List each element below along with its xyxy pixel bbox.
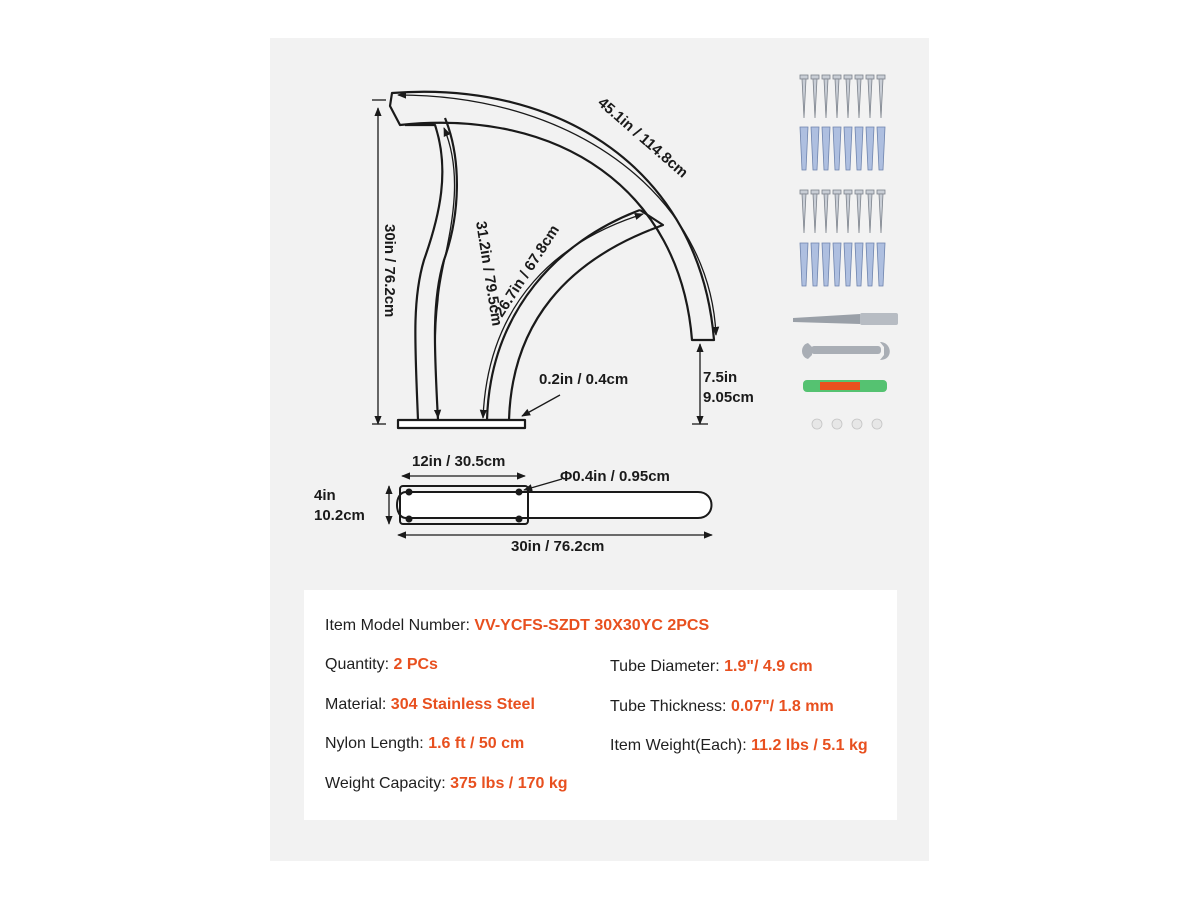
- dim-inner-right-label: 26.7in / 67.8cm: [491, 222, 563, 320]
- spec-nylon-label: Nylon Length:: [325, 735, 429, 752]
- spec-quantity: Quantity: 2 PCs: [325, 656, 438, 674]
- spec-item-weight: Item Weight(Each): 11.2 lbs / 5.1 kg: [610, 737, 868, 755]
- spec-capacity-label: Weight Capacity:: [325, 775, 451, 792]
- rack-top-view: [396, 485, 713, 525]
- spec-material-label: Material:: [325, 696, 391, 713]
- spec-item-weight-label: Item Weight(Each):: [610, 737, 752, 754]
- dim-end-height-in: 7.5in: [703, 369, 737, 386]
- dim-width-in: 4in: [314, 487, 336, 504]
- top-base-plate: [399, 485, 529, 525]
- dim-hole-label: Φ0.4in / 0.95cm: [560, 468, 670, 485]
- spec-tube-thickness-value: 0.07"/ 1.8 mm: [730, 698, 834, 715]
- spec-tube-thickness: Tube Thickness: 0.07"/ 1.8 mm: [610, 698, 834, 716]
- screw-caps-icon: [811, 418, 883, 430]
- spec-tube-diameter-value: 1.9"/ 4.9 cm: [724, 658, 813, 675]
- inner-support-tube: [485, 208, 651, 422]
- dim-inner-right-line: [479, 212, 644, 419]
- outer-arc-tube: [388, 90, 716, 342]
- dim-plate-label: 0.2in / 0.4cm: [539, 371, 628, 388]
- spec-quantity-label: Quantity:: [325, 656, 394, 673]
- spec-nylon-length: Nylon Length: 1.6 ft / 50 cm: [325, 735, 524, 753]
- spec-capacity-value: 375 lbs / 170 kg: [450, 775, 568, 792]
- dim-inner-left-line: [433, 127, 456, 419]
- spec-tube-thickness-label: Tube Thickness:: [610, 698, 731, 715]
- spec-model-value: VV-YCFS-SZDT 30X30YC 2PCS: [474, 617, 710, 634]
- spec-weight-capacity: Weight Capacity: 375 lbs / 170 kg: [325, 775, 568, 793]
- screwdriver-icon: [803, 380, 887, 392]
- dim-plate-line: [521, 394, 561, 417]
- spec-tube-diameter-label: Tube Diameter:: [610, 658, 725, 675]
- spec-tube-diameter: Tube Diameter: 1.9"/ 4.9 cm: [610, 658, 813, 676]
- spec-material-value: 304 Stainless Steel: [390, 696, 535, 713]
- dim-outer-arc-line: [397, 91, 720, 336]
- wrench-icon: [802, 342, 890, 360]
- spec-nylon-value: 1.6 ft / 50 cm: [428, 735, 525, 752]
- base-plate: [396, 418, 527, 430]
- dim-end-height-cm: 9.05cm: [703, 389, 754, 406]
- dim-base-length-label: 12in / 30.5cm: [412, 453, 505, 470]
- dim-width-cm: 10.2cm: [314, 507, 365, 524]
- dim-outer-arc-label: 45.1in / 114.8cm: [594, 94, 691, 181]
- dim-hole-line: [523, 478, 563, 492]
- dim-total-length-label: 30in / 76.2cm: [511, 538, 604, 555]
- dim-height-label: 30in / 76.2cm: [381, 224, 398, 317]
- drill-bit-icon: [793, 313, 898, 325]
- wall-anchors-icon: [799, 126, 886, 287]
- spec-model-label: Item Model Number:: [325, 617, 475, 634]
- lag-screws-icon: [799, 74, 886, 234]
- top-tube: [396, 491, 713, 519]
- spec-material: Material: 304 Stainless Steel: [325, 696, 535, 714]
- spec-model: Item Model Number: VV-YCFS-SZDT 30X30YC …: [325, 617, 709, 635]
- specifications-box: [304, 590, 897, 820]
- spec-item-weight-value: 11.2 lbs / 5.1 kg: [751, 737, 868, 754]
- front-leg-tube: [405, 117, 458, 422]
- spec-quantity-value: 2 PCs: [393, 656, 438, 673]
